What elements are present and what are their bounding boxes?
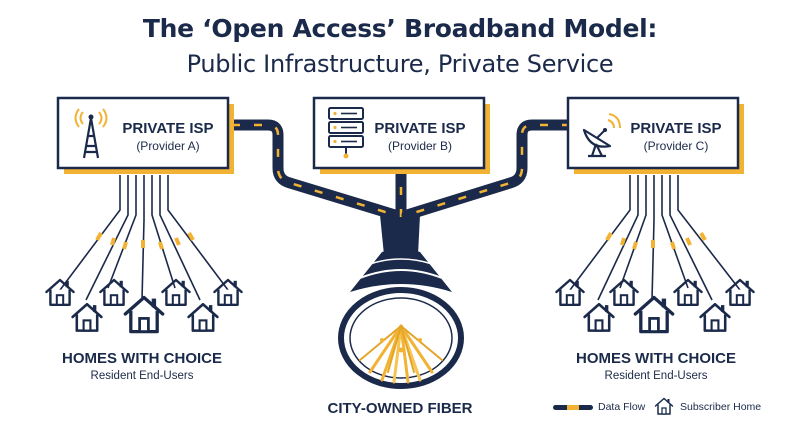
house-icon: [673, 278, 703, 306]
cell-tower-icon: [74, 108, 108, 159]
homes-left-label: HOMES WITH CHOICE: [62, 350, 222, 367]
legend-house-icon: [654, 397, 674, 415]
title-line-1: The ‘Open Access’ Broadband Model:: [142, 14, 658, 43]
homes-right-sub: Resident End-Users: [604, 370, 708, 382]
house-icon: [633, 295, 675, 334]
legend-subscriber-home-label: Subscriber Home: [680, 401, 762, 413]
server-rack-icon: [328, 107, 364, 159]
left-data-flow-marks: [95, 232, 195, 250]
left-distribution-wires: [59, 175, 229, 301]
legend-data-flow-label: Data Flow: [598, 401, 646, 413]
house-icon: [725, 278, 755, 306]
title-line-2: Public Infrastructure, Private Service: [186, 50, 614, 78]
right-homes: [555, 278, 755, 334]
provider-b-sub: (Provider B): [387, 139, 452, 153]
legend-data-flow-swatch: [553, 405, 593, 410]
house-icon: [699, 302, 731, 332]
right-data-flow-marks: [605, 232, 707, 250]
homes-left-sub: Resident End-Users: [90, 370, 194, 382]
house-icon: [71, 302, 103, 332]
provider-box-a: [56, 96, 234, 174]
provider-c-name: PRIVATE ISP: [630, 120, 722, 137]
trunk-cables: [226, 119, 576, 256]
right-distribution-wires: [569, 175, 741, 301]
house-icon: [583, 302, 615, 332]
fiber-conduit: [338, 249, 464, 389]
house-icon: [213, 278, 243, 306]
house-icon: [99, 278, 129, 306]
fiber-strands: [359, 324, 443, 384]
house-icon: [609, 278, 639, 306]
provider-c-sub: (Provider C): [643, 139, 709, 153]
fiber-label: CITY-OWNED FIBER: [327, 400, 473, 417]
house-icon: [187, 302, 219, 332]
house-icon: [161, 278, 191, 306]
house-icon: [45, 278, 75, 306]
house-icon: [555, 278, 585, 306]
house-icon: [123, 295, 165, 334]
provider-a-sub: (Provider A): [136, 139, 200, 153]
satellite-dish-icon: [582, 113, 621, 158]
provider-a-name: PRIVATE ISP: [122, 120, 214, 137]
homes-right-label: HOMES WITH CHOICE: [576, 350, 736, 367]
provider-b-name: PRIVATE ISP: [374, 120, 466, 137]
left-homes: [45, 278, 243, 334]
